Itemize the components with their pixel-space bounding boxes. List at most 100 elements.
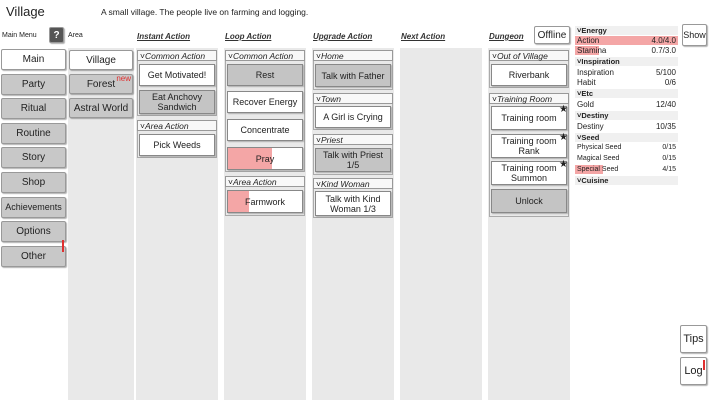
action-eat-anchovy-sandwich[interactable]: Eat Anchovy Sandwich [139, 90, 215, 114]
dungeon-training-head[interactable]: ˅Training Room [489, 93, 569, 104]
dungeon-out-head[interactable]: ˅Out of Village [489, 50, 569, 61]
seed-head[interactable]: ˅Seed [575, 133, 678, 142]
upgrade-home-head[interactable]: ˅Home [313, 50, 393, 61]
stat-stamina: Stamina 0.7/3.0 [575, 46, 678, 55]
stats-panel: ˅Energy Action 4.0/4.0 Stamina 0.7/3.0 ˅… [575, 26, 678, 186]
action-riverbank[interactable]: Riverbank [491, 64, 567, 86]
action-farmwork-label: Farmwork [245, 196, 285, 207]
instant-action-header: Instant Action [137, 32, 191, 41]
destiny-head-label: Destiny [581, 111, 609, 120]
stat-action: Action 4.0/4.0 [575, 36, 678, 45]
menu-item-other[interactable]: Other [1, 245, 66, 267]
action-talk-with-father[interactable]: Talk with Father [315, 64, 391, 87]
menu-item-achievements[interactable]: Achievements [1, 196, 66, 218]
action-talk-with-kind-woman[interactable]: Talk with Kind Woman 1/3 [315, 191, 391, 216]
menu-item-main[interactable]: Main [1, 49, 66, 70]
stat-action-value: 4.0/4.0 [651, 36, 676, 45]
next-action-header: Next Action [401, 32, 446, 41]
loop-common-head[interactable]: ˅Common Action [225, 50, 305, 61]
chevron-down-icon: ˅ [492, 51, 497, 61]
chevron-down-icon: ˅ [577, 26, 582, 35]
stat-stamina-label: Stamina [577, 46, 607, 55]
action-recover-energy[interactable]: Recover Energy [227, 91, 303, 113]
next-action-column [400, 48, 482, 400]
chevron-down-icon: ˅ [316, 179, 321, 189]
upgrade-kind-woman-head[interactable]: ˅Kind Woman [313, 178, 393, 189]
action-pray-label: Pray [255, 153, 275, 164]
area-village[interactable]: Village [69, 50, 133, 70]
menu-item-story[interactable]: Story [1, 147, 66, 169]
stat-special-seed: Special Seed 4/15 [575, 164, 678, 175]
etc-head[interactable]: ˅Etc [575, 89, 678, 98]
upgrade-priest-head[interactable]: ˅Priest [313, 134, 393, 145]
log-button[interactable]: Log [680, 357, 707, 385]
chevron-down-icon: ˅ [577, 89, 582, 98]
menu-item-options[interactable]: Options [1, 221, 66, 243]
stat-special-seed-value: 4/15 [662, 166, 676, 173]
pray-progress-bar [228, 148, 273, 169]
notification-indicator [703, 360, 705, 370]
upgrade-town-head[interactable]: ˅Town [313, 93, 393, 104]
farmwork-progress-bar [228, 191, 249, 212]
help-button[interactable]: ? [49, 27, 64, 43]
loop-area-head[interactable]: ˅Area Action [225, 176, 305, 187]
action-talk-with-priest[interactable]: Talk with Priest 1/5 [315, 148, 391, 172]
upgrade-town-head-label: Town [320, 94, 341, 104]
action-concentrate[interactable]: Concentrate [227, 119, 303, 141]
stat-inspiration-label: Inspiration [577, 68, 614, 77]
action-pick-weeds[interactable]: Pick Weeds [139, 134, 215, 156]
action-unlock[interactable]: Unlock [491, 189, 567, 213]
star-icon: ★ [559, 104, 568, 115]
loop-area-head-label: Area Action [232, 177, 277, 187]
menu-item-shop[interactable]: Shop [1, 172, 66, 193]
loop-common-head-label: Common Action [232, 51, 294, 61]
action-training-room-summon[interactable]: Training room Summon [491, 161, 567, 185]
upgrade-home-head-label: Home [320, 51, 344, 61]
menu-item-party[interactable]: Party [1, 73, 66, 95]
stat-physical-seed-label: Physical Seed [577, 144, 622, 151]
instant-common-head[interactable]: ˅Common Action [137, 50, 217, 61]
chevron-down-icon: ˅ [228, 177, 233, 187]
area-astral-world[interactable]: Astral World [69, 98, 133, 118]
offline-button[interactable]: Offline [534, 26, 570, 44]
etc-head-label: Etc [581, 89, 594, 98]
stat-stamina-value: 0.7/3.0 [651, 46, 676, 55]
area-forest-label: Forest [86, 78, 116, 90]
area-description: A small village. The people live on farm… [101, 7, 309, 17]
action-pray[interactable]: Pray [227, 147, 303, 170]
chevron-down-icon: ˅ [577, 133, 582, 142]
action-a-girl-is-crying[interactable]: A Girl is Crying [315, 106, 391, 128]
chevron-down-icon: ˅ [577, 57, 582, 66]
tips-button[interactable]: Tips [680, 325, 707, 353]
menu-item-routine[interactable]: Routine [1, 122, 66, 144]
stat-magical-seed-value: 0/15 [662, 155, 676, 162]
area-forest[interactable]: Forest new [69, 74, 133, 94]
dungeon-training-head-label: Training Room [496, 94, 553, 104]
chevron-down-icon: ˅ [140, 121, 145, 131]
action-training-room[interactable]: Training room [491, 106, 567, 130]
stat-habit: Habit 0/6 [575, 78, 678, 87]
menu-item-ritual[interactable]: Ritual [1, 98, 66, 120]
cuisine-head[interactable]: ˅Cuisine [575, 176, 678, 185]
stat-habit-label: Habit [577, 78, 596, 87]
star-icon: ★ [559, 132, 568, 143]
chevron-down-icon: ˅ [492, 94, 497, 104]
action-farmwork[interactable]: Farmwork [227, 190, 303, 213]
instant-area-head[interactable]: ˅Area Action [137, 120, 217, 131]
action-training-room-rank[interactable]: Training room Rank [491, 134, 567, 158]
inspiration-head-label: Inspiration [581, 57, 620, 66]
inspiration-head[interactable]: ˅Inspiration [575, 57, 678, 66]
action-rest[interactable]: Rest [227, 64, 303, 86]
stat-action-label: Action [577, 36, 600, 45]
chevron-down-icon: ˅ [316, 51, 321, 61]
instant-common-head-label: Common Action [144, 51, 206, 61]
main-menu-label: Main Menu [2, 32, 37, 39]
show-button[interactable]: Show [682, 24, 707, 46]
destiny-head[interactable]: ˅Destiny [575, 111, 678, 120]
action-get-motivated[interactable]: Get Motivated! [139, 64, 215, 86]
energy-head-label: Energy [581, 26, 607, 35]
dungeon-out-head-label: Out of Village [496, 51, 548, 61]
energy-head[interactable]: ˅Energy [575, 26, 678, 35]
dungeon-header: Dungeon [489, 32, 524, 41]
upgrade-priest-head-label: Priest [320, 135, 343, 145]
